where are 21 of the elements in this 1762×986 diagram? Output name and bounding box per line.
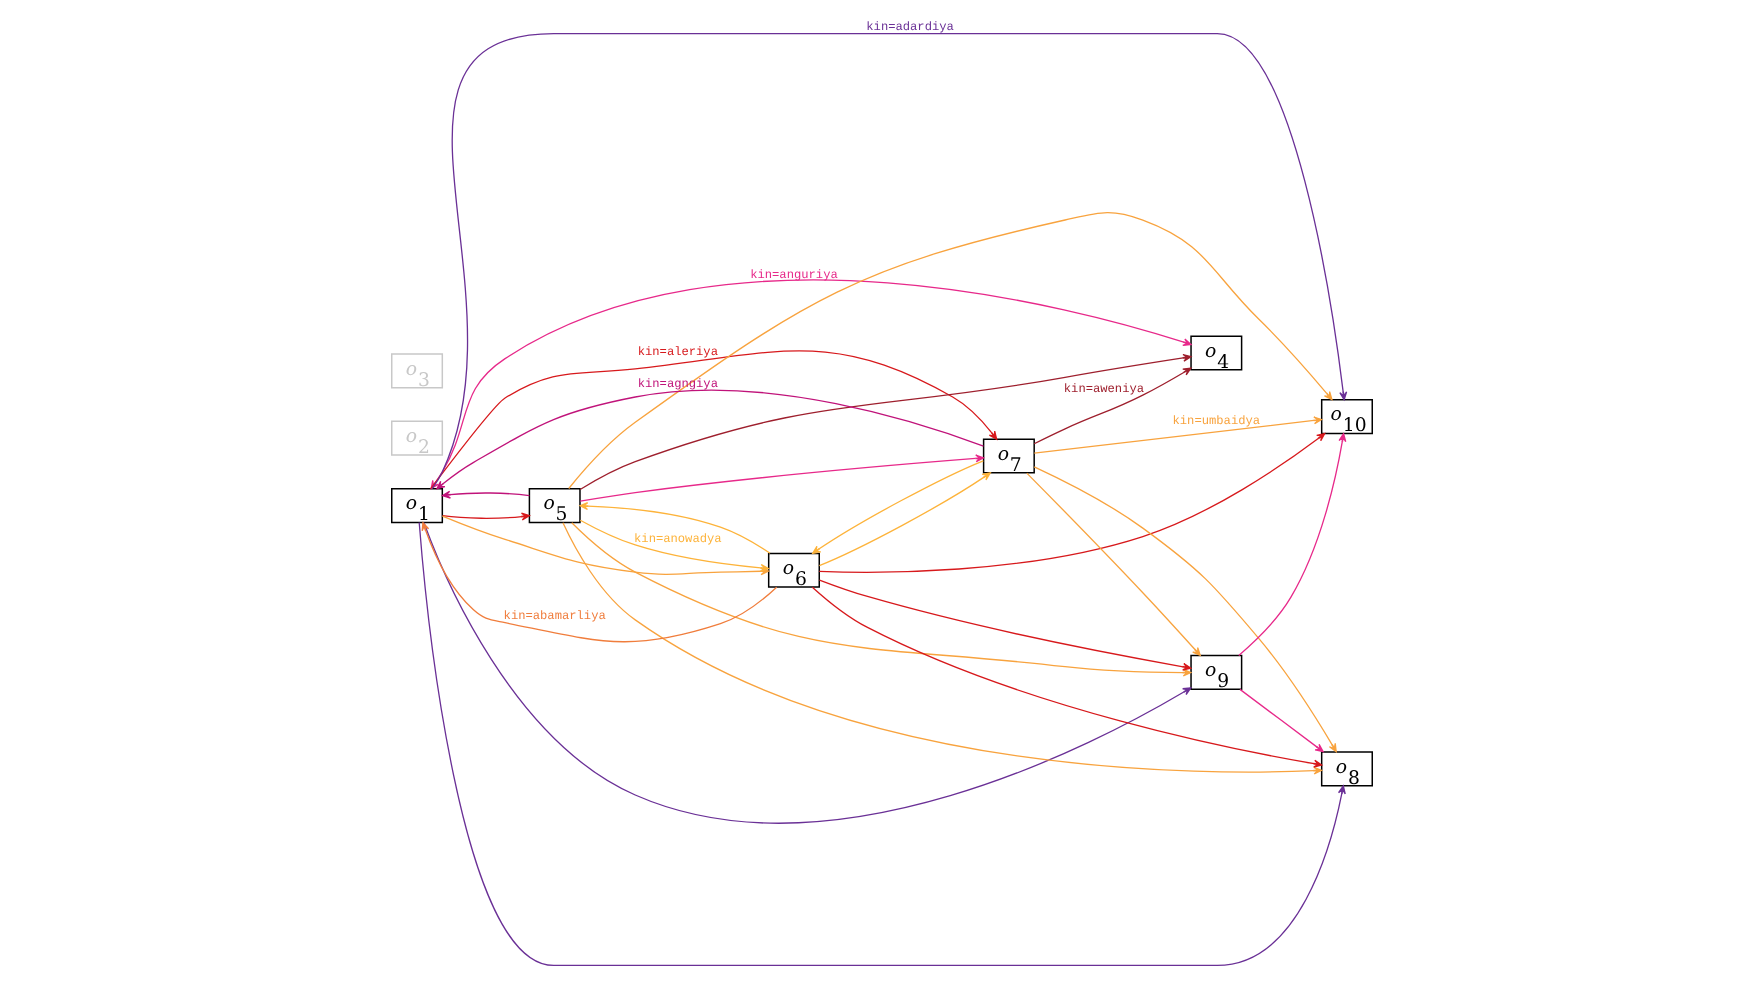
arrow (578, 519, 769, 572)
arrow (561, 522, 1322, 775)
arrow (817, 579, 1191, 671)
arrow (810, 586, 1322, 768)
arrow (578, 502, 770, 554)
arrow (1238, 688, 1323, 753)
arrow (817, 432, 1325, 573)
arrow (420, 522, 777, 643)
arrow (1237, 433, 1346, 657)
arrow (417, 521, 1345, 967)
arrow (1032, 416, 1322, 454)
arrow (440, 490, 529, 499)
arrow (435, 389, 984, 490)
arrow (578, 353, 1191, 491)
arrow (440, 512, 529, 521)
arrow (1032, 367, 1191, 445)
arrow (817, 472, 990, 567)
arrow (811, 460, 983, 554)
arrow (578, 454, 984, 502)
arrow (567, 211, 1332, 490)
arrow (1032, 466, 1336, 753)
